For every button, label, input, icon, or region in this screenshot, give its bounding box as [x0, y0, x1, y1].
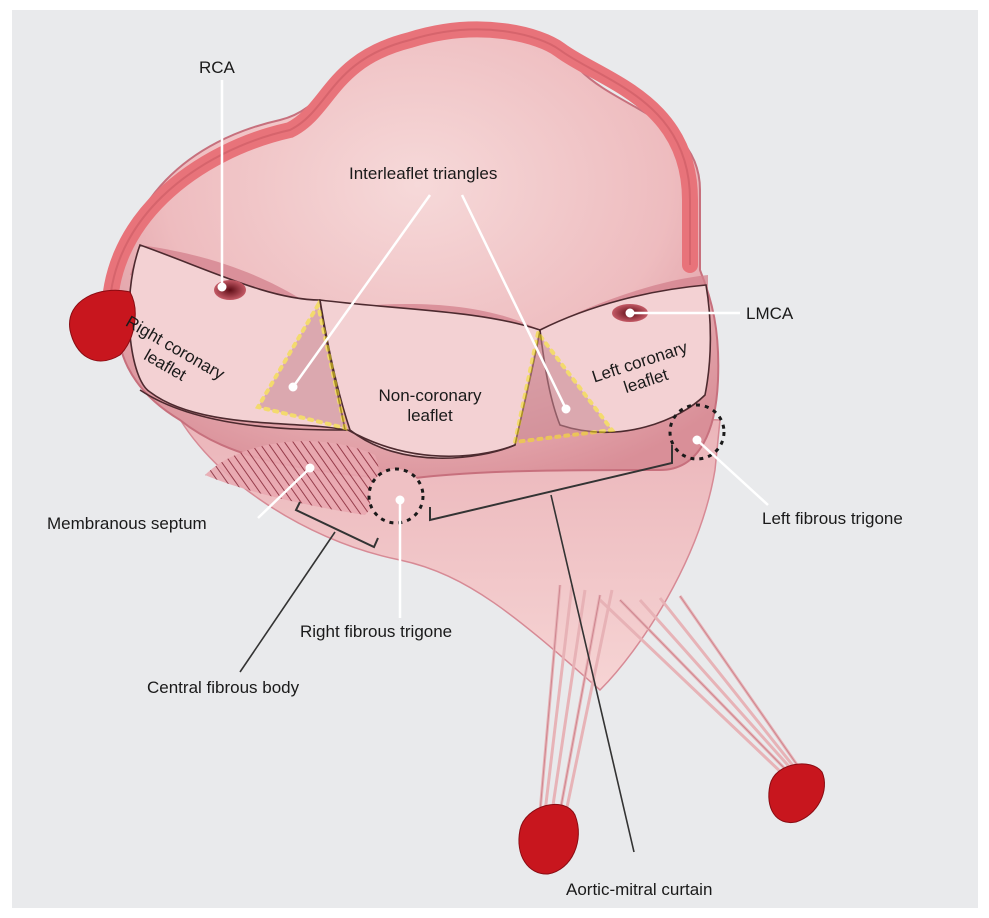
- aortic-mitral-curtain-label: Aortic-mitral curtain: [566, 880, 712, 900]
- left-fibrous-trigone-label: Left fibrous trigone: [762, 509, 903, 529]
- non-coronary-leaflet-line-2: leaflet: [370, 406, 490, 426]
- right-fibrous-trigone-circle: [369, 469, 423, 523]
- central-fibrous-body-label: Central fibrous body: [147, 678, 299, 698]
- papillary-muscle-left: [519, 804, 578, 874]
- right-fibrous-trigone-label: Right fibrous trigone: [300, 622, 452, 642]
- lmca-label: LMCA: [746, 304, 793, 324]
- non-coronary-leaflet-label: Non-coronary leaflet: [370, 386, 490, 426]
- rca-label: RCA: [199, 58, 235, 78]
- papillary-muscle-right: [769, 764, 825, 823]
- interleaflet-triangles-label: Interleaflet triangles: [349, 164, 497, 184]
- membranous-septum-label: Membranous septum: [47, 514, 207, 534]
- non-coronary-leaflet-line-1: Non-coronary: [370, 386, 490, 406]
